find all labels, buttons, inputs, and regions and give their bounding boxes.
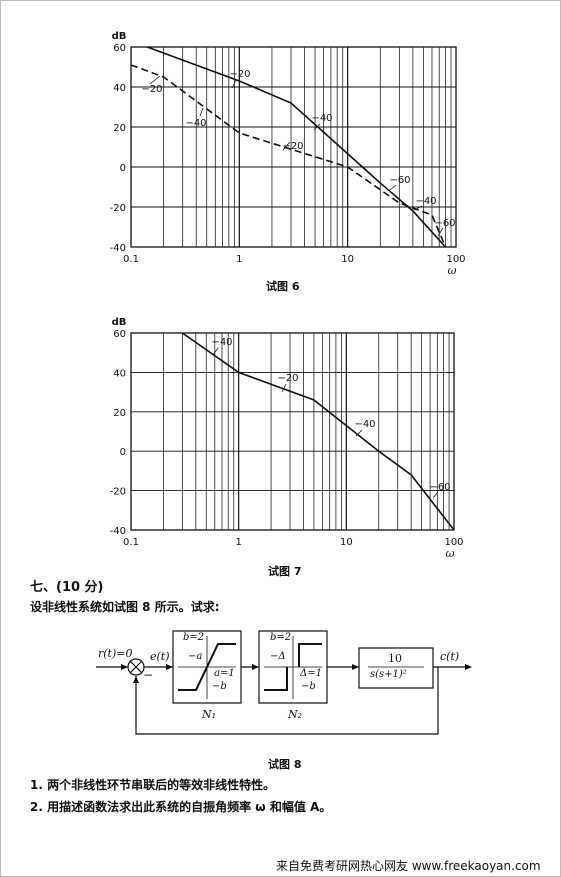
question-2: 2. 用描述函数法求出此系统的自振角频率 ω 和幅值 A。 (30, 800, 332, 814)
y-tick-label: 60 (113, 43, 126, 54)
footer-source: 来自免费考研网热心网友 www.freekaoyan.com (276, 859, 541, 873)
section-intro: 设非线性系统如试图 8 所示。试求: (30, 600, 220, 614)
annotation-leader (355, 429, 363, 437)
x-tick-label: 100 (446, 254, 465, 265)
output-label: c(t) (440, 650, 460, 663)
y-axis-label: dB (112, 317, 127, 328)
annotation-leader (389, 184, 397, 191)
figure-7-caption: 试图 7 (268, 565, 302, 578)
x-tick-label: 1 (236, 254, 242, 265)
y-tick-label: 20 (113, 408, 126, 419)
y-tick-label: 20 (113, 123, 126, 134)
plant-block (358, 647, 434, 689)
y-axis-label: dB (112, 31, 127, 42)
annotation-leader (199, 107, 204, 117)
y-tick-label: 0 (120, 163, 126, 174)
y-tick-label: -40 (110, 243, 126, 254)
slope-annotation: −60 (429, 482, 450, 493)
annotation-leader (149, 75, 161, 85)
n2-name: N₂ (288, 708, 303, 721)
plot-frame (130, 46, 457, 248)
series-line-dashed (131, 64, 447, 247)
annotation-leader (231, 79, 237, 89)
x-tick-label: 0.1 (123, 254, 139, 265)
annotation-leader (212, 347, 219, 356)
y-tick-label: 0 (120, 447, 126, 458)
n1-name: N₁ (202, 708, 217, 721)
minus-sign: − (143, 668, 154, 682)
n1-neg-b-label: −b (212, 681, 227, 692)
figure-8-caption: 试图 8 (268, 758, 302, 771)
slope-annotation: −20 (282, 141, 303, 152)
series-line-solid (144, 47, 447, 247)
slope-annotation: −60 (389, 175, 410, 186)
n2-neg-b-label: −b (301, 681, 316, 692)
annotation-leader (313, 123, 321, 131)
error-label: e(t) (150, 650, 170, 663)
x-tick-label: 100 (444, 537, 463, 548)
n1-b-label: b=2 (183, 632, 205, 643)
n1-neg-a-label: −a (188, 651, 203, 662)
x-axis-label: ω (446, 547, 455, 560)
n1-a-label: a=1 (214, 668, 235, 679)
question-1: 1. 两个非线性环节串联后的等效非线性特性。 (30, 778, 276, 792)
section-heading: 七、(10 分) (30, 580, 104, 595)
y-tick-label: -40 (110, 526, 126, 537)
figure-6-caption: 试图 6 (266, 280, 300, 293)
n2-delta-label: Δ=1 (300, 668, 322, 679)
slope-annotation: −40 (211, 337, 232, 348)
slope-annotation: −40 (415, 196, 436, 207)
annotation-leader (432, 491, 439, 499)
series-line-solid (181, 333, 454, 530)
slope-annotation: −20 (141, 84, 162, 95)
slope-annotation: −40 (311, 113, 332, 124)
slope-annotation: −40 (185, 118, 206, 129)
x-axis-label: ω (448, 264, 457, 277)
slope-annotation: −20 (229, 69, 250, 80)
x-tick-label: 1 (235, 537, 241, 548)
annotation-leader (282, 141, 291, 151)
plant-denominator: s(s+1)² (370, 669, 407, 680)
y-tick-label: -20 (110, 203, 126, 214)
y-tick-label: 40 (113, 368, 126, 379)
y-tick-label: 60 (113, 329, 126, 340)
x-tick-label: 10 (340, 537, 353, 548)
slope-annotation: −20 (277, 373, 298, 384)
y-tick-label: 40 (113, 83, 126, 94)
annotation-leader (413, 205, 423, 211)
plant-numerator: 10 (388, 652, 402, 665)
plot-frame (130, 332, 455, 531)
slope-annotation: −40 (354, 419, 375, 430)
x-tick-label: 10 (341, 254, 354, 265)
annotation-leader (437, 227, 444, 237)
input-label: r(t)=0 (98, 647, 133, 660)
n2-neg-delta-label: −Δ (270, 651, 286, 662)
annotation-leader (281, 383, 287, 393)
n2-b-label: b=2 (270, 632, 292, 643)
y-tick-label: -20 (110, 487, 126, 498)
slope-annotation: −60 (434, 218, 455, 229)
x-tick-label: 0.1 (123, 537, 139, 548)
